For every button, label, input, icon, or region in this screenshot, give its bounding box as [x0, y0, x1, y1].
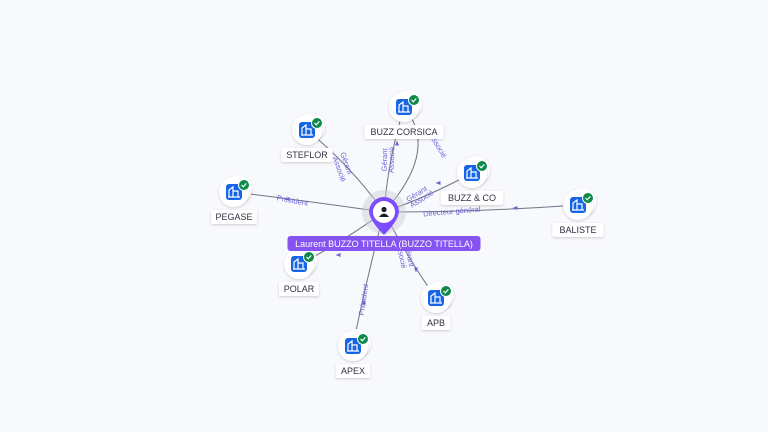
company-node-baliste[interactable]: BALISTE	[552, 188, 604, 237]
company-name-polar: POLAR	[284, 284, 315, 294]
relation-arrow-apex-7	[362, 299, 366, 305]
check-icon	[238, 179, 250, 191]
relation-arrow-polar-6	[335, 253, 341, 257]
person-name-tag	[287, 236, 481, 251]
building-icon	[396, 99, 412, 115]
check-icon	[582, 192, 594, 204]
company-name-buzz-co: BUZZ & CO	[448, 193, 496, 203]
company-name-tag	[421, 316, 451, 330]
person-name: Laurent BUZZO TITELLA (BUZZO TITELLA)	[295, 239, 473, 249]
building-icon	[345, 338, 361, 354]
company-name-buzz-corsica: BUZZ CORSICA	[370, 127, 437, 137]
relation-arrow-buzz-corsica-0	[395, 140, 399, 146]
relation-edge-pegase-4	[233, 191, 385, 213]
company-name-tag	[281, 148, 333, 162]
building-icon	[291, 256, 307, 272]
person-icon	[379, 206, 389, 217]
company-name-tag	[440, 191, 504, 205]
company-name-tag	[211, 210, 257, 224]
check-icon	[408, 94, 420, 106]
relation-edge-baliste-5	[383, 204, 579, 213]
building-icon	[570, 197, 586, 213]
relation-label-buzz-corsica-0-0[interactable]: Gérant	[380, 147, 390, 171]
company-name-tag	[364, 125, 444, 139]
check-icon	[303, 251, 315, 263]
relation-arrow-pegase-4	[284, 197, 290, 201]
check-icon	[311, 117, 323, 129]
company-node-buzz-co[interactable]: BUZZ & CO	[440, 156, 504, 205]
company-node-buzz-corsica[interactable]: BUZZ CORSICA	[364, 90, 444, 139]
company-name-tag	[552, 223, 604, 237]
relation-label-apex-7-0[interactable]: Président	[357, 282, 370, 316]
company-name-apex: APEX	[341, 366, 365, 376]
relation-label-buzz-corsica-0-1[interactable]: Associé	[387, 147, 397, 174]
check-icon	[440, 285, 452, 297]
building-icon	[299, 122, 315, 138]
relation-arrow-baliste-5	[512, 206, 518, 210]
company-name-tag	[335, 364, 371, 378]
person-node[interactable]: Laurent BUZZO TITELLA (BUZZO TITELLA)	[287, 190, 481, 251]
building-icon	[428, 290, 444, 306]
company-node-polar[interactable]: POLAR	[279, 247, 319, 296]
company-node-apb[interactable]: APB	[421, 281, 454, 330]
relation-label-pegase-4-0[interactable]: Président	[276, 193, 310, 208]
check-icon	[357, 333, 369, 345]
relation-arrow-apb-8	[414, 267, 418, 273]
building-icon	[464, 165, 480, 181]
company-name-pegase: PEGASE	[215, 212, 252, 222]
check-icon	[476, 160, 488, 172]
relation-arrow-buzz-co-3	[435, 181, 441, 185]
company-name-baliste: BALISTE	[559, 225, 596, 235]
company-node-steflor[interactable]: STEFLOR	[281, 113, 333, 162]
company-name-tag	[279, 282, 319, 296]
company-node-pegase[interactable]: PEGASE	[211, 175, 257, 224]
company-name-steflor: STEFLOR	[286, 150, 328, 160]
relation-label-baliste-5-0[interactable]: Directeur général	[423, 204, 481, 218]
company-name-apb: APB	[427, 318, 445, 328]
building-icon	[226, 184, 242, 200]
company-node-apex[interactable]: APEX	[335, 329, 371, 378]
